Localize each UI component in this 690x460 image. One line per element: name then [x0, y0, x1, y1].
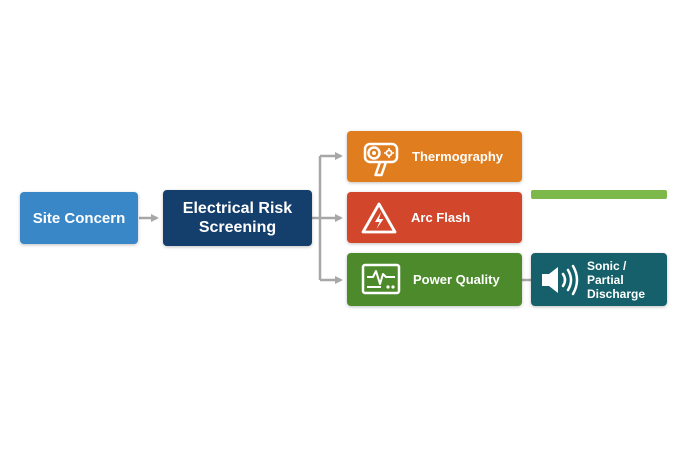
power-quality-box: Power Quality [347, 253, 522, 306]
thermography-label: Thermography [412, 149, 504, 164]
power-analyzer-icon [361, 263, 401, 294]
site-concern-box: Site Concern [20, 192, 138, 244]
thermal-camera-icon [363, 142, 399, 176]
sonic-label: Sonic / Partial Discharge [587, 258, 646, 301]
high-voltage-warning-icon [361, 202, 397, 233]
speaker-sound-icon [542, 264, 579, 295]
sonic-partial-discharge-box: Sonic / Partial Discharge [531, 253, 667, 306]
thermography-box: Thermography [347, 131, 522, 182]
electrical-risk-screening-box: Electrical Risk Screening [163, 190, 312, 246]
site-concern-label: Site Concern [32, 209, 126, 227]
green-accent-bar [531, 190, 667, 199]
screening-label: Electrical Risk Screening [182, 200, 293, 236]
arc-flash-label: Arc Flash [411, 210, 471, 225]
arc-flash-box: Arc Flash [347, 192, 522, 243]
power-quality-label: Power Quality [413, 272, 500, 287]
